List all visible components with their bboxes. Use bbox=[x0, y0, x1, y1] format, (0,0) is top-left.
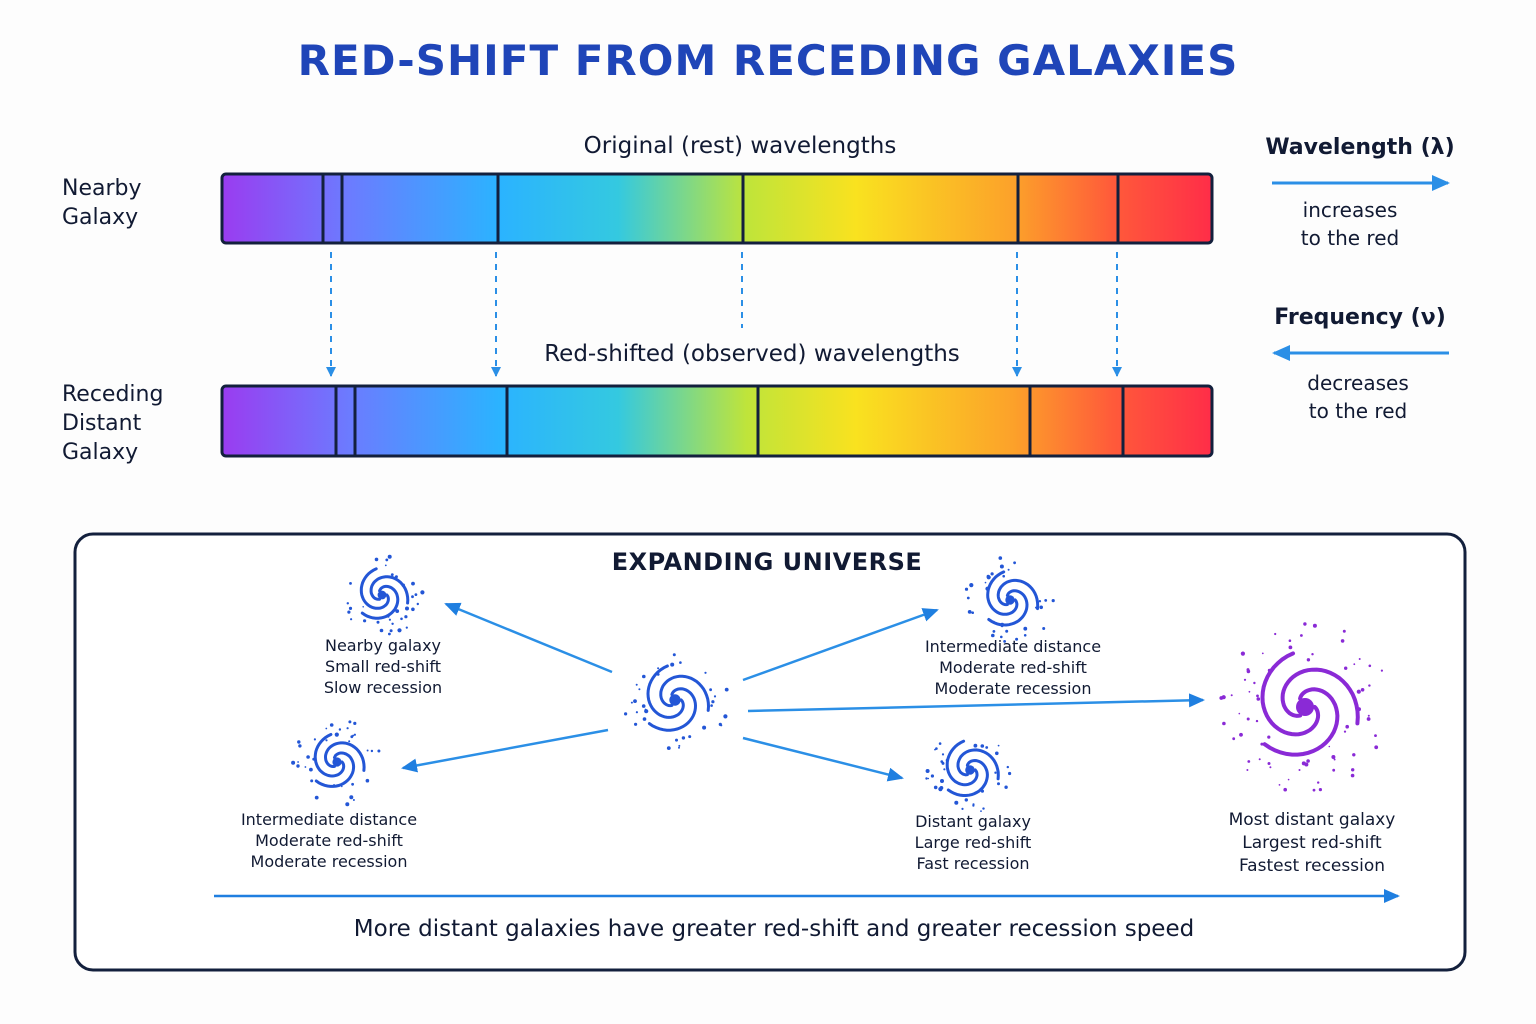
most-distant-galaxy-caption: Most distant galaxy Largest red-shift Fa… bbox=[1228, 810, 1396, 876]
rest-spectrum-bar bbox=[220, 172, 1214, 245]
wavelength-legend-title: Wavelength (λ) bbox=[1265, 135, 1455, 160]
observed-spectrum-bar bbox=[220, 384, 1214, 458]
nearby-galaxy-icon bbox=[346, 554, 425, 636]
intermediate-right-galaxy-icon bbox=[964, 556, 1055, 643]
expanding-universe-panel bbox=[73, 532, 1467, 972]
intermediate-left-galaxy-icon bbox=[291, 720, 381, 807]
observed-absorption-lines bbox=[334, 386, 1125, 456]
nearby-galaxy-caption: Nearby galaxy Small red-shift Slow reces… bbox=[323, 636, 443, 697]
expansion-summary: More distant galaxies have greater red-s… bbox=[353, 916, 1195, 942]
intermediate-right-galaxy-caption: Intermediate distance Moderate red-shift… bbox=[924, 637, 1102, 698]
nearby-galaxy-label: Nearby Galaxy bbox=[62, 176, 142, 230]
intermediate-left-galaxy-caption: Intermediate distance Moderate red-shift… bbox=[240, 810, 418, 871]
frequency-legend-title: Frequency (ν) bbox=[1274, 305, 1446, 330]
distant-galaxy-icon bbox=[925, 739, 1012, 812]
page-title: RED-SHIFT FROM RECEDING GALAXIES bbox=[297, 36, 1239, 85]
expansion-arrows bbox=[401, 602, 1205, 782]
rest-wavelengths-caption: Original (rest) wavelengths bbox=[583, 133, 897, 159]
shift-connectors bbox=[326, 252, 1122, 377]
distant-galaxy-label: Receding Distant Galaxy bbox=[62, 382, 164, 465]
wavelength-legend-note: increases to the red bbox=[1300, 198, 1400, 250]
central-galaxy-icon bbox=[624, 653, 729, 750]
most-distant-galaxy-icon bbox=[1219, 622, 1383, 792]
distant-galaxy-caption: Distant galaxy Large red-shift Fast rece… bbox=[914, 812, 1032, 873]
observed-wavelengths-caption: Red-shifted (observed) wavelengths bbox=[544, 341, 960, 367]
rest-absorption-lines bbox=[321, 174, 1120, 243]
expanding-universe-title: EXPANDING UNIVERSE bbox=[611, 548, 923, 576]
frequency-legend-note: decreases to the red bbox=[1307, 371, 1409, 423]
